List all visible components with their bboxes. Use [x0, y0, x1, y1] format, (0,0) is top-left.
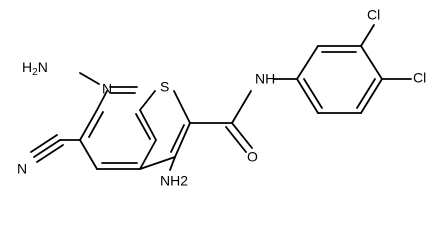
- ring-sulfur-label: S: [160, 79, 169, 95]
- bond: [360, 24, 375, 47]
- carbonyl-oxygen-label: O: [247, 149, 258, 165]
- bond: [79, 139, 98, 170]
- bond: [139, 156, 176, 170]
- bond: [303, 78, 323, 109]
- bond: [231, 122, 253, 149]
- amide-nh-label: NH: [255, 71, 275, 87]
- bond: [139, 109, 157, 141]
- bond: [79, 109, 98, 141]
- thiophene-ring: [139, 90, 191, 170]
- bond: [170, 124, 185, 153]
- bond: [30, 134, 58, 153]
- dichlorophenyl-ring: [296, 24, 412, 114]
- substituent-bonds: [30, 72, 298, 171]
- bond: [169, 156, 176, 171]
- bond: [135, 113, 151, 140]
- bond: [36, 144, 64, 163]
- bond: [360, 78, 383, 114]
- ring-nitrogen-label: N: [102, 81, 112, 97]
- bond: [79, 72, 100, 85]
- bond: [356, 78, 376, 109]
- bond: [139, 139, 157, 170]
- nitrile-nitrogen-label: N: [17, 161, 27, 177]
- bond: [360, 45, 383, 80]
- bond: [296, 78, 319, 114]
- bond: [88, 111, 104, 138]
- bond: [174, 122, 191, 158]
- bond: [96, 90, 108, 111]
- amino-group-label: H2N: [22, 59, 48, 78]
- chlorine-right-label: Cl: [413, 70, 426, 86]
- pyridine-ring: [79, 86, 157, 170]
- bond: [173, 90, 191, 124]
- bond: [296, 45, 319, 80]
- bond: [139, 90, 156, 111]
- bond: [231, 90, 252, 124]
- amino-group-bottom-label: NH2: [160, 173, 188, 189]
- bond: [33, 139, 61, 158]
- chemical-structure-diagram: H2N N S NH O NH2 N Cl Cl: [17, 7, 426, 189]
- chlorine-top-label: Cl: [367, 7, 380, 23]
- bond: [225, 126, 247, 153]
